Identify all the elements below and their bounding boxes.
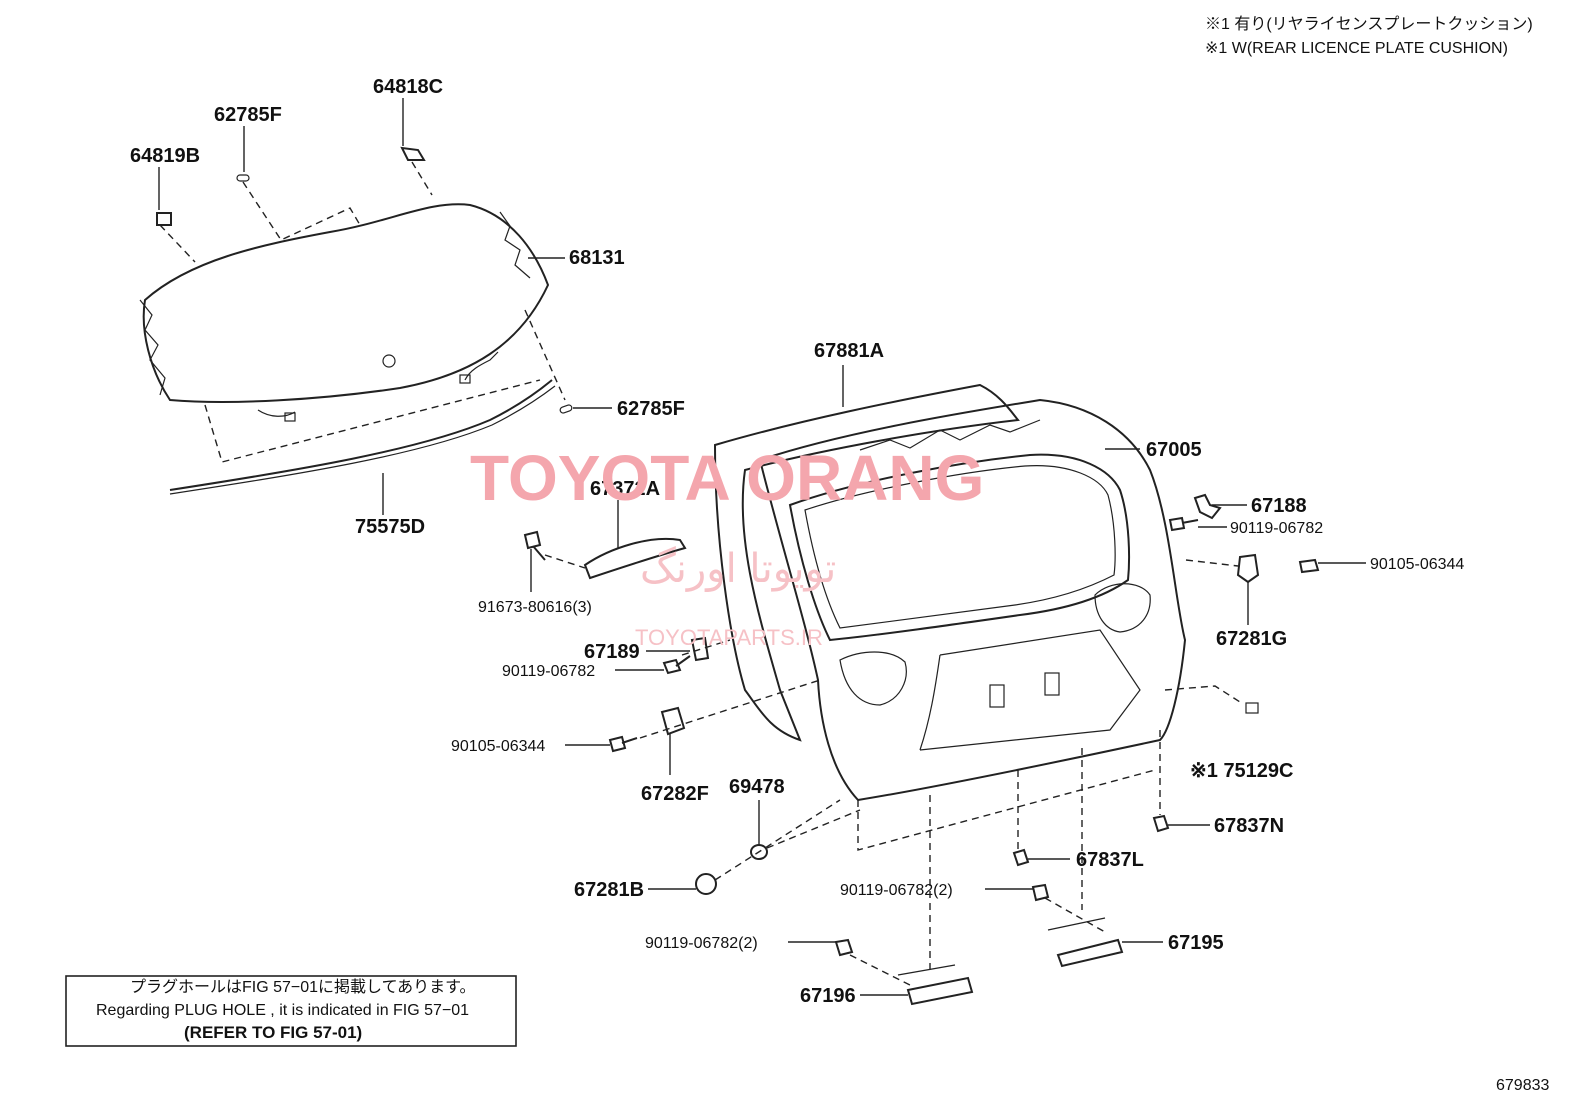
label-64819B: 64819B: [130, 145, 200, 167]
label-90119-06782-b: 90119-06782: [502, 663, 595, 680]
screw-90119-a-shape: [1168, 516, 1199, 532]
bolt-91673-shape: [523, 530, 546, 561]
bumper-67281B-shape: [695, 873, 717, 895]
label-67195: 67195: [1168, 932, 1224, 954]
watermark-persian: تویوتا اورنگ: [640, 546, 836, 592]
bumper-67282F-shape: [660, 706, 686, 736]
label-67372A: 67372A: [590, 478, 660, 500]
note-box: [65, 975, 517, 1047]
label-67189: 67189: [584, 641, 640, 663]
label-67282F: 67282F: [641, 783, 709, 805]
stopper-67188-shape: [1193, 493, 1222, 520]
watermark-brand: TOYOTA ORANG: [470, 442, 984, 514]
screw-90105-b-shape: [608, 735, 638, 753]
label-67837N: 67837N: [1214, 815, 1284, 837]
watermark-site: TOYOTAPARTS.IR: [635, 625, 823, 650]
label-67281G: 67281G: [1216, 628, 1287, 650]
note-line-en: Regarding PLUG HOLE , it is indicated in…: [96, 1002, 469, 1019]
stopper-67189-shape: [690, 636, 710, 662]
figure-number: 679833: [1496, 1077, 1549, 1094]
cushion-62785F-top-shape: [236, 174, 250, 182]
bumper-67281G-shape: [1236, 553, 1260, 584]
label-90105-06344-a: 90105-06344: [1370, 556, 1464, 573]
header-note-en: ※1 W(REAR LICENCE PLATE CUSHION): [1205, 40, 1508, 57]
label-67196: 67196: [800, 985, 856, 1007]
label-90119-06782-c: 90119-06782(2): [840, 882, 953, 899]
molding-75575D-shape: [169, 379, 553, 491]
weatherstrip-67881A-shape: [713, 383, 1020, 742]
label-75575D: 75575D: [355, 516, 425, 538]
cushion-62785F-right-shape: [559, 404, 573, 414]
label-67005: 67005: [1146, 439, 1202, 461]
label-62785F-right: 62785F: [617, 398, 685, 420]
clip-67837L-shape: [1012, 848, 1030, 867]
bracket-64819B-shape: [156, 212, 172, 226]
label-75129C: ※1 75129C: [1190, 760, 1294, 782]
screw-90119-d-shape: [834, 938, 854, 957]
label-68131: 68131: [569, 247, 625, 269]
screw-90119-c-shape: [1031, 883, 1050, 902]
label-67188: 67188: [1251, 495, 1307, 517]
cushion-75129C-shape: [1245, 702, 1259, 714]
note-line-jp: プラグホールはFIG 57−01に掲載してあります。: [130, 978, 476, 996]
bracket-64818C-shape: [400, 146, 426, 161]
label-91673-80616: 91673-80616(3): [478, 599, 592, 616]
label-90119-06782-a: 90119-06782: [1230, 520, 1323, 537]
label-64818C: 64818C: [373, 76, 443, 98]
switch-67372A-shape: [583, 537, 687, 580]
clip-67837N-shape: [1152, 814, 1170, 833]
label-67881A: 67881A: [814, 340, 884, 362]
label-69478: 69478: [729, 776, 785, 798]
header-note-jp: ※1 有り(リヤライセンスプレートクッション): [1205, 15, 1533, 33]
label-90105-06344-b: 90105-06344: [451, 738, 545, 755]
screw-90119-b-shape: [662, 655, 691, 675]
handle-67196-shape: [906, 976, 974, 1006]
note-line-refer: (REFER TO FIG 57-01): [184, 1023, 362, 1042]
back-window-glass-drawing: [139, 203, 550, 422]
label-90119-06782-d: 90119-06782(2): [645, 935, 758, 952]
handle-67195-shape: [1056, 938, 1124, 968]
screw-90105-a-shape: [1298, 558, 1320, 574]
label-67281B: 67281B: [574, 879, 644, 901]
back-door-panel-drawing: [758, 398, 1187, 802]
label-67837L: 67837L: [1076, 849, 1144, 871]
label-62785F-top: 62785F: [214, 104, 282, 126]
